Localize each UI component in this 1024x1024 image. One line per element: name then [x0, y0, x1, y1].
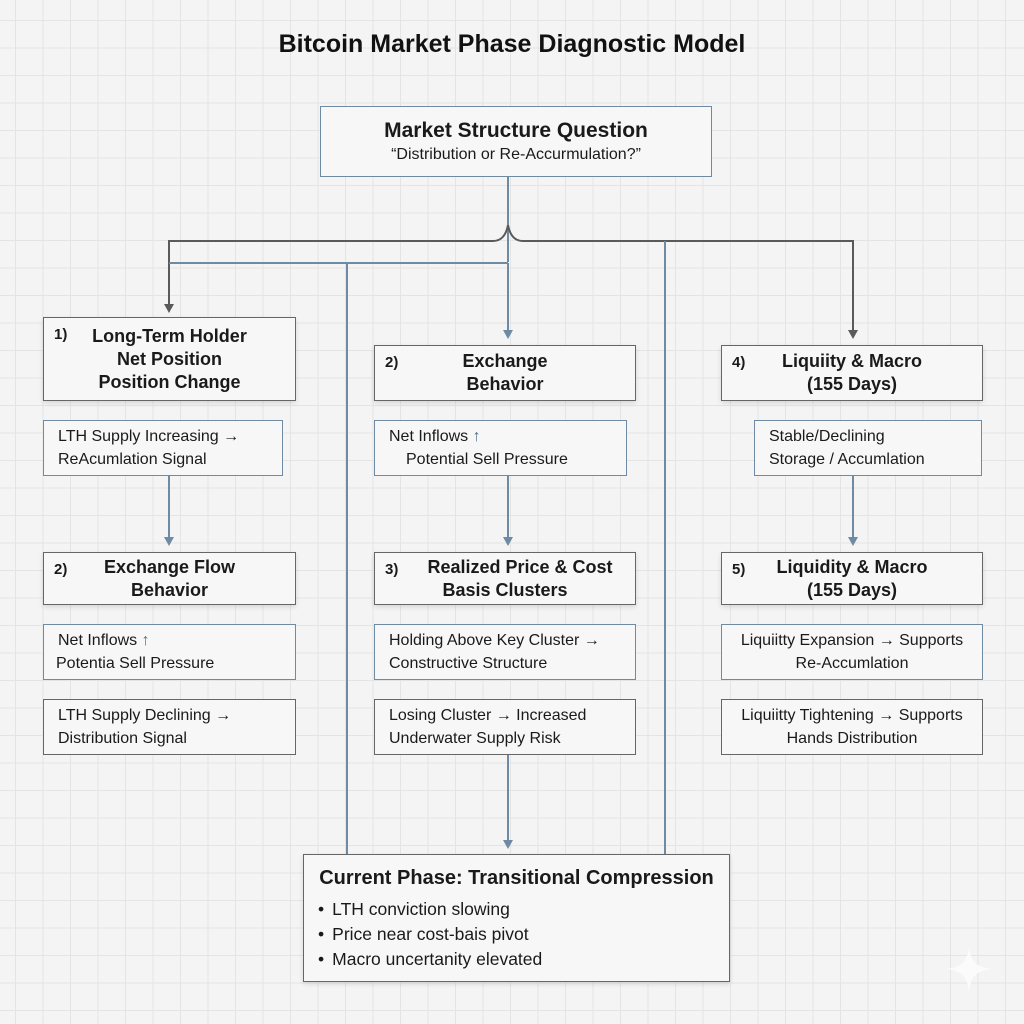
conclusion-bullets: LTH conviction slowing Price near cost-b…: [304, 897, 729, 972]
arrow-head-col1-inner: [164, 537, 174, 546]
col1-header-line2: Net Position: [116, 348, 222, 369]
conclusion-bullet: Price near cost-bais pivot: [318, 922, 729, 947]
col2-signal-line2: Potential Sell Pressure: [406, 451, 568, 468]
arrow-head-conclusion: [503, 840, 513, 849]
root-heading: Market Structure Question: [384, 118, 648, 142]
col2-note2-line2: Underwater Supply Risk: [389, 730, 561, 747]
col3-signal-box: Stable/Declining Storage / Accumlation: [754, 420, 982, 476]
conclusion-bullet: LTH conviction slowing: [318, 897, 729, 922]
arrow-head-col2-inner: [503, 537, 513, 546]
col2-signal-box: Net Inflows ↑ Potential Sell Pressure: [374, 420, 627, 476]
col1-note1-line1-wrap: Net Inflows ↑: [44, 629, 295, 652]
col1-note1-line2: Potentia Sell Pressure: [56, 655, 215, 672]
col1-signal-line2: ReAcumlation Signal: [58, 451, 207, 468]
col1-note2-box: LTH Supply Declining → Distribution Sign…: [43, 699, 296, 755]
col3-subheader-line2: (155 Days): [806, 579, 898, 600]
root-subheading: “Distribution or Re-Accurmulation?”: [391, 145, 641, 163]
splitter-left-line: [168, 224, 509, 304]
col2-note2-line1: Losing Cluster → Increased: [389, 707, 587, 724]
arrow-up-icon: ↑: [472, 428, 481, 445]
splitter-right-line: [507, 224, 854, 330]
col1-subheader-box: 2) Exchange Flow Behavior: [43, 552, 296, 605]
col3-note1-line2: Re-Accumlation: [795, 655, 909, 672]
conclusion-heading: Current Phase: Transitional Compression: [319, 867, 714, 889]
col2-note1-box: Holding Above Key Cluster → Constructive…: [374, 624, 636, 680]
col1-note2-line2: Distribution Signal: [58, 730, 187, 747]
col2-note2-box: Losing Cluster → Increased Underwater Su…: [374, 699, 636, 755]
col2-header-line2: Behavior: [466, 374, 544, 394]
col2-signal-line1: Net Inflows: [389, 428, 469, 445]
col3-note2-box: Liquiitty Tightening → Supports Hands Di…: [721, 699, 983, 755]
conclusion-bullet: Macro uncertanity elevated: [318, 947, 729, 972]
col3-header-line1: Liquiity & Macro: [781, 351, 922, 371]
arrow-head-col3-inner: [848, 537, 858, 546]
arrow-up-icon: ↑: [141, 632, 150, 649]
root-question-box: Market Structure Question “Distribution …: [320, 106, 712, 177]
sparkle-watermark-icon: [946, 946, 992, 992]
col3-header-line2: (155 Days): [806, 374, 898, 394]
col2-note1-line2: Constructive Structure: [389, 655, 548, 672]
col1-note2-line1: LTH Supply Declining →: [58, 707, 232, 724]
col1-subheader-line2: Behavior: [130, 579, 209, 600]
col1-header-box: 1) Long-Term Holder Net Position Positio…: [43, 317, 296, 401]
col3-signal-line2: Storage / Accumlation: [769, 451, 925, 468]
col1-header-line3: Position Change: [98, 371, 241, 392]
col2-header-line1: Exchange: [462, 351, 548, 371]
col3-subheader-box: 5) Liquidity & Macro (155 Days): [721, 552, 983, 605]
col1-number: 1): [54, 326, 68, 343]
col2-number: 2): [385, 354, 399, 371]
col3-note2-line1: Liquiitty Tightening → Supports: [741, 707, 963, 724]
col3-sub-number: 5): [732, 561, 746, 578]
col1-signal-box: LTH Supply Increasing → ReAcumlation Sig…: [43, 420, 283, 476]
col2-header-box: 2) Exchange Behavior: [374, 345, 636, 401]
diagram-title: Bitcoin Market Phase Diagnostic Model: [278, 30, 746, 58]
col2-note1-line1: Holding Above Key Cluster →: [389, 632, 600, 649]
col3-number: 4): [732, 354, 746, 371]
arrow-head-col3: [848, 330, 858, 339]
col1-note1-line1: Net Inflows: [58, 632, 138, 649]
col3-note1-line1: Liquiitty Expansion → Supports: [740, 632, 964, 649]
col3-subheader-line1: Liquidity & Macro: [776, 556, 928, 577]
col2-subheader-box: 3) Realized Price & Cost Basis Clusters: [374, 552, 636, 605]
col1-note1-box: Net Inflows ↑ Potentia Sell Pressure: [43, 624, 296, 680]
col1-header-line1: Long-Term Holder: [92, 325, 247, 346]
col3-note1-box: Liquiitty Expansion → Supports Re-Accuml…: [721, 624, 983, 680]
arrow-head-col2: [503, 330, 513, 339]
col3-note2-line2: Hands Distribution: [786, 730, 918, 747]
conclusion-box: Current Phase: Transitional Compression …: [303, 854, 730, 982]
arrow-head-col1: [164, 304, 174, 313]
col2-subheader-line1: Realized Price & Cost: [427, 556, 613, 577]
col2-subheader-line2: Basis Clusters: [442, 579, 568, 600]
col1-subheader-line1: Exchange Flow: [103, 556, 236, 577]
col2-sub-number: 3): [385, 561, 399, 578]
col3-signal-line1: Stable/Declining: [769, 428, 885, 445]
col1-sub-number: 2): [54, 561, 68, 578]
col1-signal-line1: LTH Supply Increasing →: [58, 428, 240, 445]
col3-header-box: 4) Liquiity & Macro (155 Days): [721, 345, 983, 401]
col2-signal-line1-wrap: Net Inflows ↑: [375, 425, 626, 448]
